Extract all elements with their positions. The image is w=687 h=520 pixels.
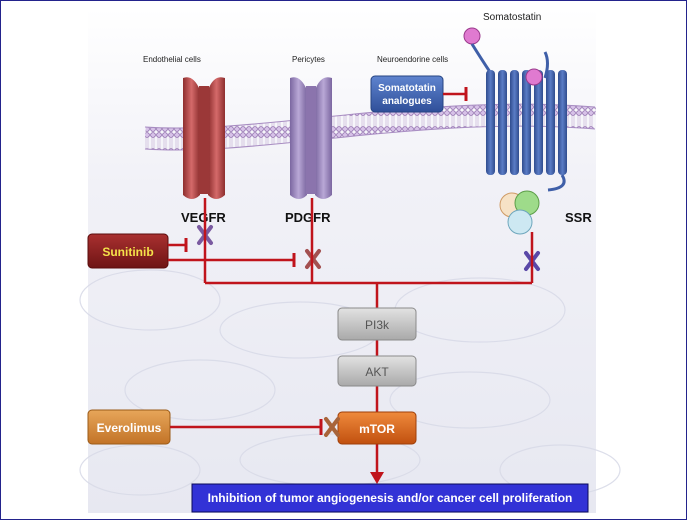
pi3k-box [337,307,417,341]
mtor-blocked-x [324,417,340,437]
label-outcome: Inhibition of tumor angiogenesis and/or … [208,491,573,505]
label-ssr: SSR [565,210,592,225]
pdgfr-receptor [290,77,332,199]
somatostatin-ligand [463,27,481,45]
label-analogues-line1: Somatotatin [378,83,436,94]
arrow-to-outcome [370,472,384,484]
label-mtor: mTOR [359,422,395,436]
label-akt: AKT [365,365,389,379]
label-sunitinib: Sunitinib [102,245,153,259]
outcome-box [191,483,589,513]
label-pdgfr: PDGFR [285,210,331,225]
label-endothelial-cells: Endothelial cells [143,55,201,64]
label-neuroendocrine-cells: Neuroendorine cells [377,55,448,64]
label-somatostatin: Somatostatin [483,12,541,23]
ssr-receptor [470,43,567,192]
label-everolimus: Everolimus [97,421,162,435]
akt-box [337,355,417,387]
signal-connectors [203,198,534,474]
somatostatin-bound [525,68,543,86]
mtor-box [337,411,417,445]
label-pi3k: PI3k [365,318,390,332]
sunitinib-box [87,233,169,269]
vegfr-receptor [183,77,225,199]
label-analogues-line2: analogues [382,96,432,107]
g-protein-complex [499,190,540,235]
label-vegfr: VEGFR [181,210,226,225]
label-pericytes: Pericytes [292,55,325,64]
